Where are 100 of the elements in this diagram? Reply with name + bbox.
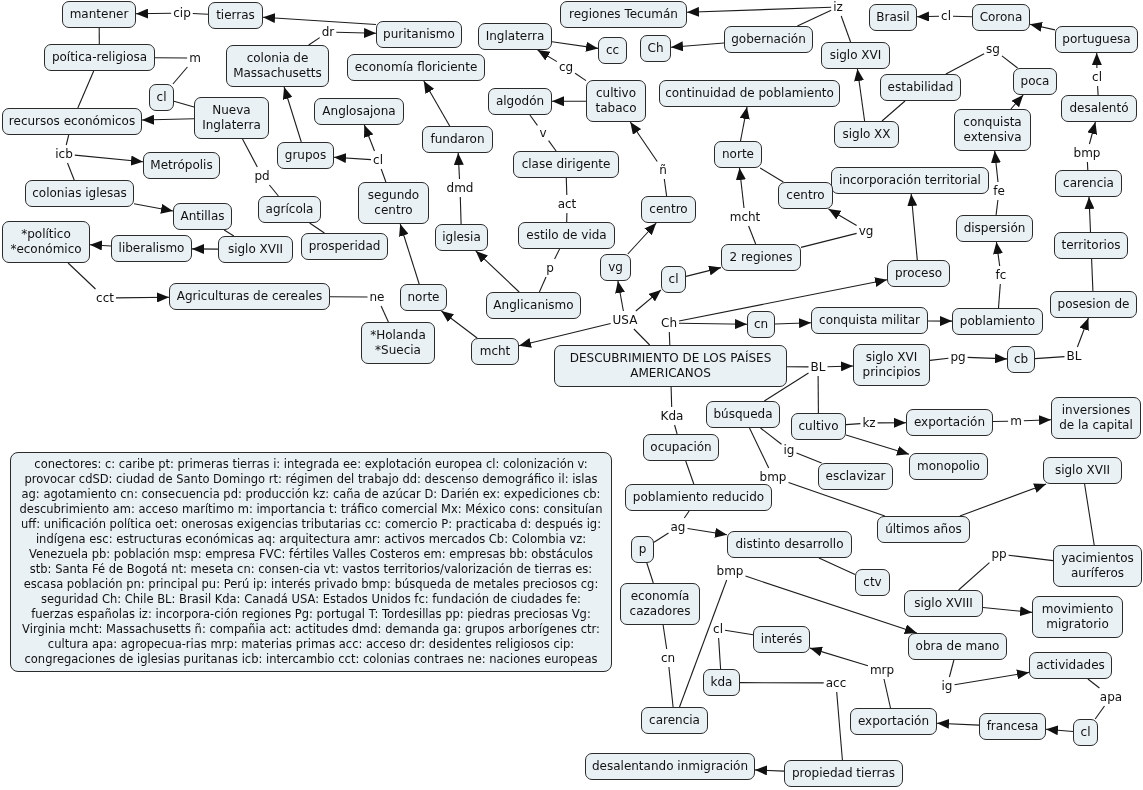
- concept-box: iglesia: [435, 224, 488, 251]
- arrow: [744, 575, 918, 634]
- abbreviation-note: conectores: c: caribe pt: primeras tierras i: integrada ee: explotación europea cl: colonización v: provocar cdSD: ciudad de Santo Domingo rt: régimen del trabajo dd: descenso demográfico il: islas ag: agotamiento cn: consecuencia pd: producción kz: caña de azúcar D: Darién ex: expediciones cb: descubrimiento am: acceso marítimo m: importancia t: tráfico comercial Mx: México cons: consituían uff: unificación política oet: onerosas exigencias tributarias cc: comercio P: practicaba d: después ig: indígena esc: estructuras económicas aq: arquitectura amr: activos mercados Cb: Colombia vz: Venezuela pb: población msp: empresa FVC: fértiles Valles Costeros em: empresas bb: obstáculos stb: Santa Fé de Bogotá nt: meseta cn: consen-cia vt: vastos territorios/valorización de tierras es: escasa población pn: principal pu: Perú ip: interés privado bmp: búsqueda de metales preciosos cg: seguridad Ch: Chile BL: Brasil Kda: Canadá USA: Estados Unidos fc: fundación de ciudades fe: fuerzas españolas iz: incorpora-ción regiones Pg: portugal T: Tordesillas pp: piedras preciosas Vg: Virginia mcht: Massachusetts ñ: compañia act: actitudes dmd: demanda ga: grupos arborígenes ctr: cultura apa: agropecua-rias mrp: materias primas acc: acceso dr: desidentes religiosos cip: congregaciones de iglesias puritanas icb: intercambio cct: colonias contraes ne: naciones europeas: [10, 452, 612, 672]
- arrow: [1076, 317, 1089, 348]
- connector-line: [748, 427, 770, 469]
- connector-line: [548, 140, 557, 152]
- linking-phrase: mcht: [729, 210, 761, 224]
- linking-phrase: fc: [995, 268, 1007, 282]
- arrow: [1091, 52, 1102, 69]
- connector-line: [685, 460, 695, 485]
- arrow: [440, 310, 478, 339]
- arrow: [1087, 121, 1098, 145]
- concept-box: norte: [400, 284, 447, 311]
- arrow: [685, 265, 722, 277]
- arrow: [1029, 22, 1056, 32]
- connector-line: [1001, 55, 1019, 69]
- connector-line: [633, 328, 651, 346]
- arrow: [475, 250, 520, 293]
- concept-box: siglo XVII: [1043, 457, 1122, 484]
- arrow: [739, 106, 750, 142]
- connector-line: [653, 532, 670, 543]
- connector-line: [662, 624, 668, 650]
- arrow: [629, 121, 658, 163]
- connector-line: [883, 678, 892, 709]
- linking-phrase: dmd: [446, 181, 474, 195]
- connector-line: [65, 134, 70, 146]
- arrow: [135, 8, 172, 19]
- connector-line: [1097, 85, 1099, 96]
- linking-phrase: cl: [941, 9, 951, 23]
- concept-box: poblamiento reducido: [625, 484, 772, 511]
- concept-box: p: [631, 536, 654, 563]
- arrow: [1023, 415, 1052, 426]
- concept-box: yacimientos auríferos: [1053, 545, 1142, 587]
- concept-box: cn: [747, 311, 775, 338]
- concept-box: siglo XVIII: [904, 590, 983, 617]
- connector-line: [538, 276, 547, 293]
- arrow: [967, 353, 1008, 364]
- concept-box: agrícola: [258, 196, 321, 223]
- arrow: [993, 241, 1003, 267]
- linking-phrase: v: [539, 126, 547, 140]
- connector-line: [67, 262, 97, 290]
- connector-line: [192, 12, 209, 15]
- concept-box: centro: [641, 196, 696, 223]
- concept-box: puritanismo: [376, 21, 462, 48]
- connector-line: [724, 629, 754, 636]
- arrow: [115, 292, 170, 303]
- arrow: [1084, 196, 1095, 233]
- arrow: [991, 150, 1001, 183]
- concept-box: inversiones de la capital: [1051, 397, 1141, 439]
- arrow: [551, 41, 599, 52]
- concept-box: Antillas: [173, 203, 232, 230]
- connector-line: [674, 424, 678, 435]
- linking-phrase: USA: [612, 313, 638, 327]
- connector-line: [172, 66, 188, 85]
- arrow: [141, 114, 195, 125]
- linking-phrase: cl: [373, 153, 383, 167]
- arrow: [845, 434, 910, 456]
- concept-box: siglo XVI: [821, 42, 890, 69]
- concept-box: recursos económicos: [2, 108, 142, 135]
- arrow: [774, 318, 812, 329]
- linking-phrase: pg: [950, 350, 966, 364]
- concept-box: poítica-religiosa: [44, 44, 155, 71]
- concept-box: 2 regiones: [721, 244, 801, 271]
- arrow: [615, 280, 625, 312]
- arrow: [982, 606, 1033, 617]
- linking-phrase: acc: [825, 676, 847, 690]
- linking-phrase: bmp: [759, 470, 787, 484]
- connector-line: [66, 162, 75, 181]
- concept-box: esclavizar: [818, 463, 893, 490]
- connector-line: [646, 562, 654, 584]
- connector-line: [948, 659, 955, 678]
- connector-line: [1094, 705, 1106, 720]
- connector-line: [997, 283, 1001, 309]
- concept-box: siglo XVI principios: [853, 344, 930, 386]
- arrow: [191, 244, 219, 254]
- connector-line: [668, 331, 671, 346]
- connector-line: [787, 481, 886, 517]
- concept-box: vg: [600, 254, 631, 281]
- concept-box: centro: [778, 182, 833, 209]
- connector-line: [554, 248, 561, 260]
- connector-line: [995, 199, 999, 216]
- concept-box: proceso: [887, 260, 950, 287]
- concept-box: tierras: [208, 2, 263, 29]
- concept-box: kda: [703, 669, 740, 696]
- connector-line: [958, 562, 990, 591]
- concept-box: desalentó: [1061, 95, 1137, 122]
- concept-box: actividades: [1029, 652, 1112, 679]
- concept-box: continuidad de poblamiento: [659, 80, 840, 107]
- arrow: [333, 153, 372, 164]
- connector-line: [1087, 678, 1100, 689]
- connector-line: [718, 637, 722, 670]
- linking-phrase: dr: [321, 25, 335, 39]
- connector-line: [380, 168, 387, 183]
- linking-phrase: pp: [991, 547, 1007, 561]
- arrow: [678, 319, 748, 330]
- concept-box: *Holanda *Suecia: [361, 322, 435, 364]
- concept-box: francesa: [979, 713, 1046, 740]
- concept-box: estabilidad: [880, 74, 961, 101]
- arrow: [1045, 725, 1074, 736]
- arrow: [809, 646, 869, 667]
